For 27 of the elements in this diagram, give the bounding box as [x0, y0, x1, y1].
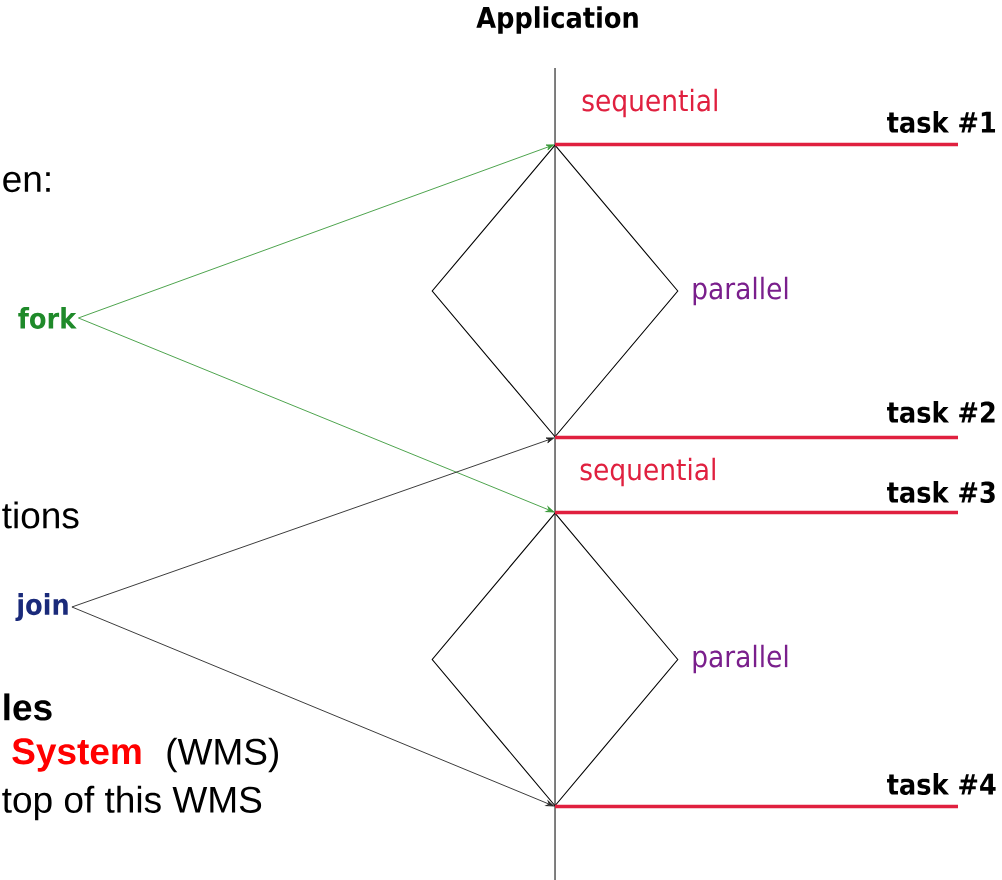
- node-label: fork: [18, 307, 77, 330]
- task-label: task #3: [887, 481, 995, 504]
- parallel-label: parallel: [693, 644, 788, 674]
- arrow: [71, 437, 555, 608]
- parallel-label: parallel: [693, 276, 788, 306]
- axis-label: Application: [476, 6, 638, 34]
- slide-text: en:: [3, 171, 50, 193]
- parallel-diamond: [431, 144, 679, 438]
- task-label: task #1: [887, 111, 996, 134]
- sequential-label: sequential: [580, 457, 715, 487]
- slide-text: les: [4, 693, 52, 721]
- slide-text: (WMS): [167, 737, 278, 773]
- parallel-diamond: [431, 512, 679, 807]
- arrow: [71, 606, 555, 807]
- slide-text: top of this WMS: [2, 785, 262, 821]
- slide-text: tions: [2, 501, 79, 529]
- task-label: task #2: [887, 401, 995, 424]
- sequential-label: sequential: [582, 88, 717, 118]
- task-line: [555, 510, 958, 515]
- task-line: [555, 435, 958, 440]
- task-label: task #4: [887, 773, 996, 796]
- task-line: [555, 804, 958, 809]
- arrow: [78, 317, 555, 513]
- node-label: join: [15, 593, 68, 621]
- task-line: [555, 142, 958, 147]
- arrow: [78, 144, 555, 319]
- slide-text: System: [12, 738, 141, 772]
